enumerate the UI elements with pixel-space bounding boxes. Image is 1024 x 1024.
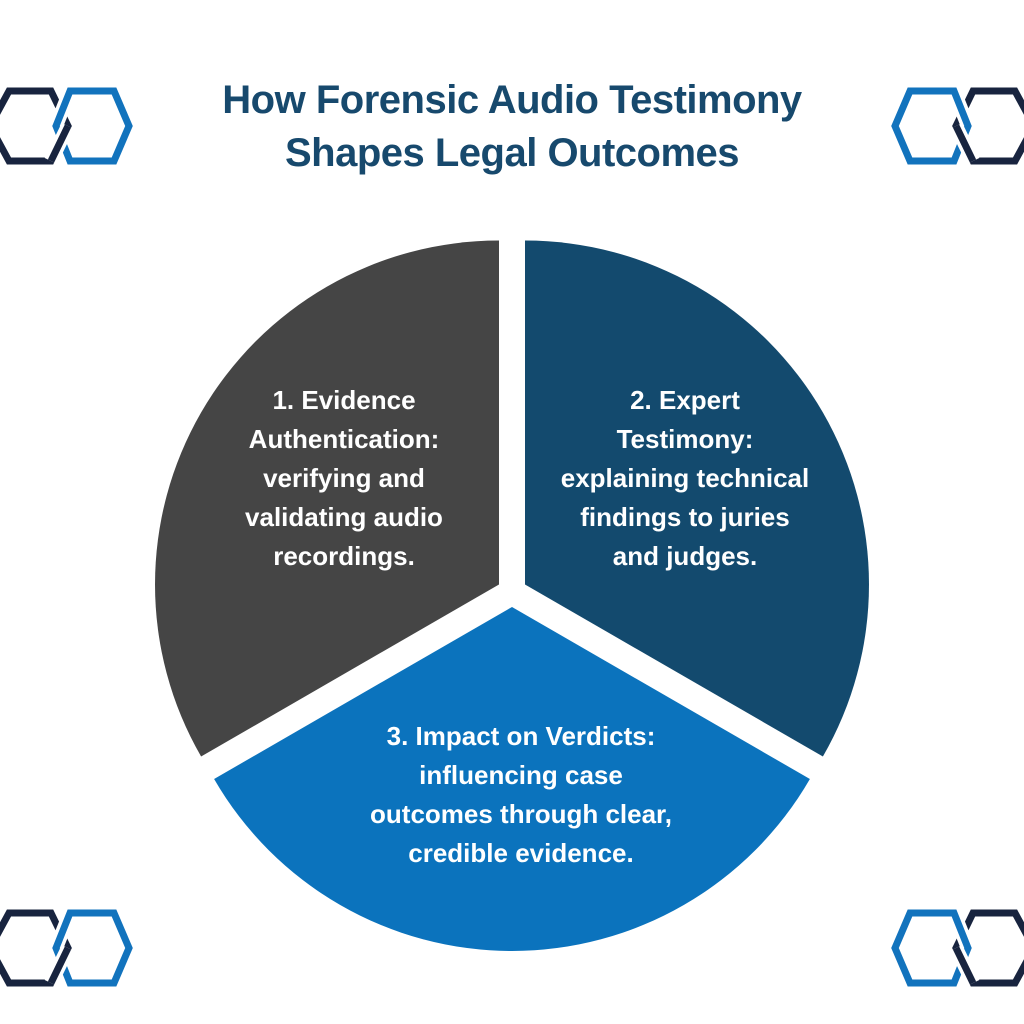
- page-title: How Forensic Audio Testimony Shapes Lega…: [222, 78, 802, 175]
- slice-impact-on-verdicts: [214, 607, 810, 951]
- slice-label-evidence-authentication: 1. Evidence Authentication: verifying an…: [245, 385, 443, 571]
- slice-evidence-authentication: [155, 240, 499, 757]
- slice-label-impact-on-verdicts: 3. Impact on Verdicts: influencing case …: [370, 721, 672, 868]
- slice-label-expert-testimony: 2. Expert Testimony: explaining technica…: [560, 385, 810, 571]
- slice-expert-testimony: [525, 240, 869, 757]
